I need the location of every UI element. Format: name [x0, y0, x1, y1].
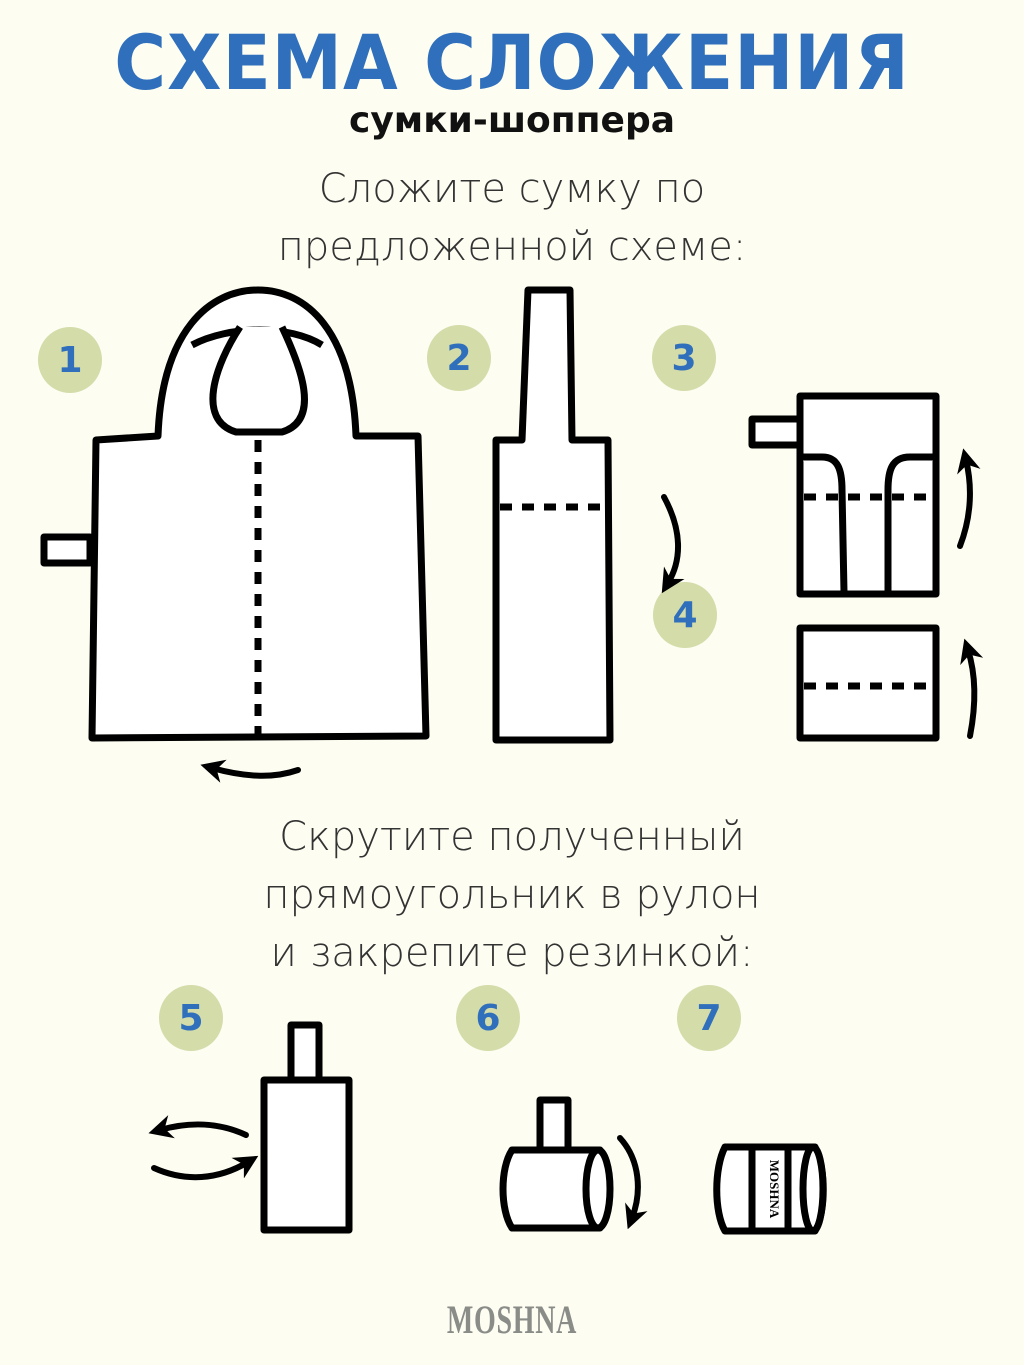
- step-badge-6: 6: [456, 985, 520, 1051]
- arrow-up-icon: [957, 448, 981, 549]
- arrow-up-icon: [960, 638, 984, 739]
- step-badge-5: 5: [159, 985, 223, 1051]
- bag-folded-handles-icon: [748, 392, 940, 598]
- band-label: MOSHNA: [767, 1160, 782, 1219]
- instruction-fold: Сложите сумку по предложенной схеме:: [0, 160, 1024, 276]
- page-title: СХЕМА СЛОЖЕНИЯ: [114, 18, 910, 107]
- bag-folded-lengthwise-icon: [492, 286, 614, 744]
- arrow-down-icon: [661, 494, 685, 594]
- arrow-rotate-left-icon: [148, 1115, 249, 1139]
- step-badge-2: 2: [427, 325, 491, 391]
- tote-bag-unfolded-icon: [40, 286, 430, 742]
- step-badge-3: 3: [652, 325, 716, 391]
- page-subtitle: сумки-шоппера: [348, 100, 676, 141]
- instruction-roll: Скрутите полученный прямоугольник в руло…: [0, 808, 1024, 982]
- step-badge-1: 1: [38, 327, 102, 393]
- bag-folded-rectangle-icon: [796, 624, 940, 742]
- instruction-line: предложенной схеме:: [277, 224, 747, 270]
- roll-icon: [499, 1096, 614, 1232]
- step-badge-7: 7: [677, 985, 741, 1051]
- arrow-left-icon: [200, 759, 301, 783]
- instruction-line: Сложите сумку по: [318, 166, 706, 212]
- arrow-rotate-right-icon: [151, 1155, 259, 1181]
- roll-with-band-icon: [713, 1143, 827, 1235]
- brand-logo: MOSHNA: [446, 1297, 578, 1342]
- instruction-line: и закрепите резинкой:: [270, 930, 754, 976]
- instruction-line: прямоугольник в рулон: [263, 872, 761, 918]
- arrow-roll-icon: [617, 1135, 648, 1230]
- rectangle-turn-icon: [260, 1021, 353, 1234]
- instruction-line: Скрутите полученный: [279, 814, 745, 860]
